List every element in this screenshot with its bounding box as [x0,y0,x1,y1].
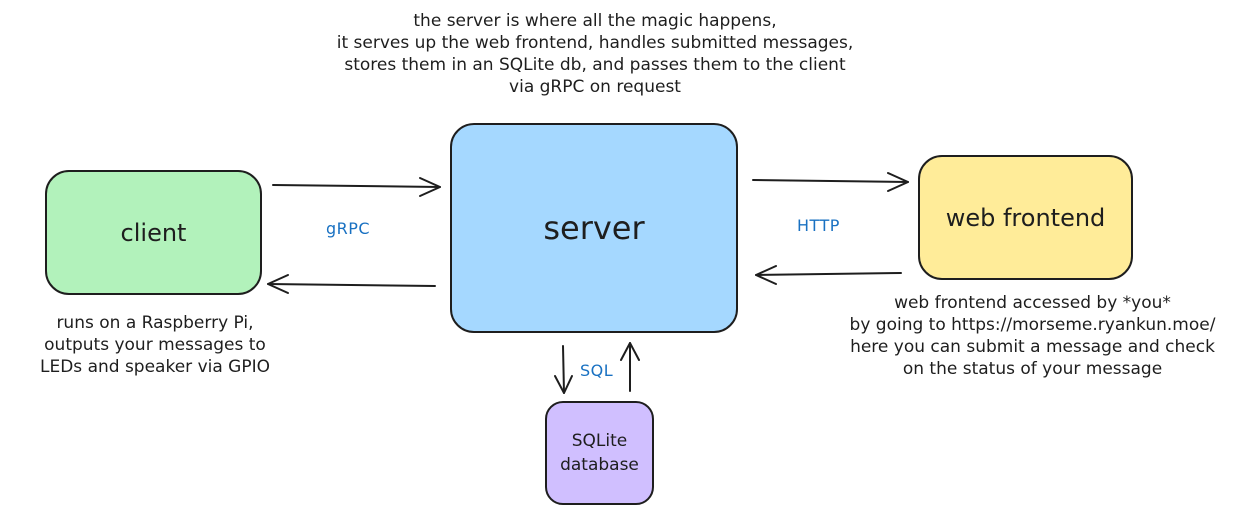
web-note-line: on the status of your message [902,359,1163,379]
server-note-line: via gRPC on request [509,77,681,97]
arrow-server-to-client [267,283,436,287]
client-node: client [45,170,262,295]
arrowhead [887,172,909,192]
client-note: runs on a Raspberry Pi, outputs your mes… [10,312,300,378]
web-frontend-node: web frontend [918,155,1133,280]
http-label: HTTP [797,216,840,235]
web-note-line: web frontend accessed by *you* [894,293,1171,313]
server-node: server [450,123,738,333]
web-frontend-label: web frontend [945,203,1106,232]
sql-label: SQL [580,361,614,380]
sqlite-label-line: database [560,455,639,475]
arrowhead [554,375,573,394]
client-label: client [120,218,187,247]
arrowhead [620,342,640,361]
client-note-line: outputs your messages to [44,335,266,355]
server-note: the server is where all the magic happen… [260,10,930,98]
arrow-client-to-server [272,184,441,188]
arrowhead [755,265,777,285]
server-note-line: the server is where all the magic happen… [413,11,777,31]
arrowhead [419,177,441,197]
client-note-line: runs on a Raspberry Pi, [56,313,254,333]
server-note-line: stores them in an SQLite db, and passes … [344,55,846,75]
client-note-line: LEDs and speaker via GPIO [40,357,270,377]
web-note-line: here you can submit a message and check [850,337,1215,357]
server-label: server [543,209,645,247]
web-frontend-note: web frontend accessed by *you* by going … [820,292,1245,380]
grpc-label: gRPC [326,219,371,238]
arrow-server-to-sqlite [562,345,565,394]
sqlite-database-node: SQLite database [545,401,654,505]
web-note-line: by going to https://morseme.ryankun.moe/ [849,315,1216,335]
sqlite-label-line: SQLite [571,431,628,451]
arrow-web-to-server [755,272,902,276]
arrow-server-to-web [752,179,909,183]
arrowhead [267,274,289,294]
server-note-line: it serves up the web frontend, handles s… [336,33,854,53]
